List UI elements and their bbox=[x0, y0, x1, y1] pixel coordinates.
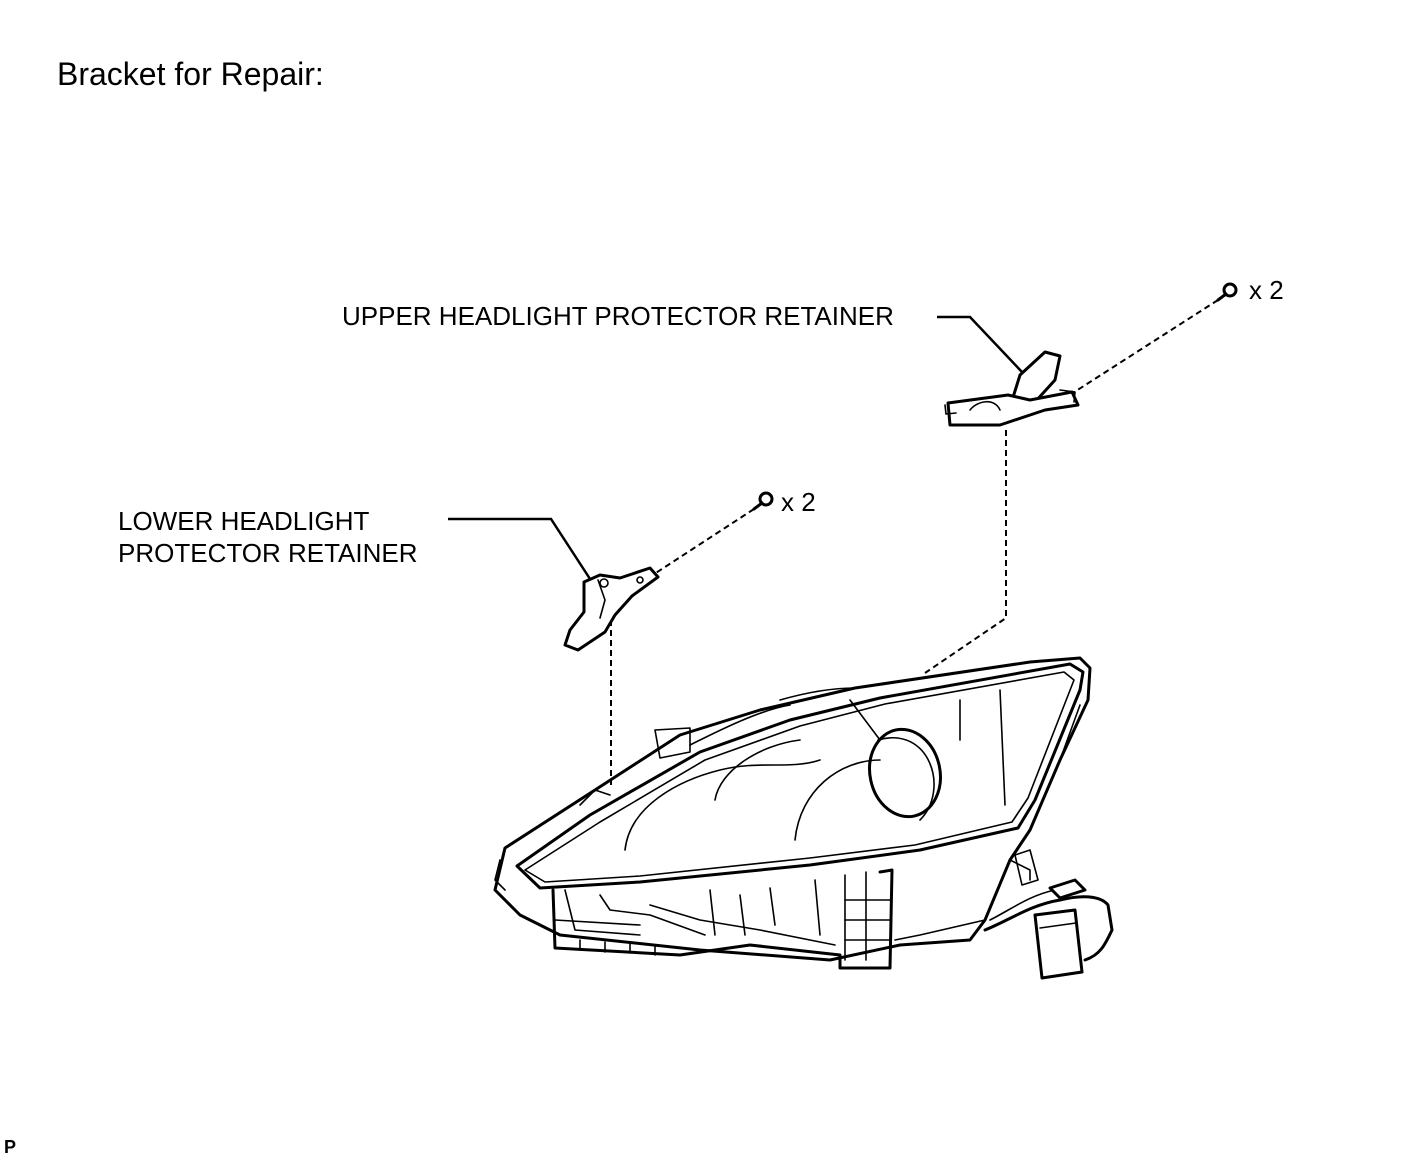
lower-screw-alignment-line bbox=[641, 508, 755, 583]
upper-retainer-label: UPPER HEADLIGHT PROTECTOR RETAINER bbox=[342, 301, 894, 331]
upper-retainer-leader bbox=[937, 315, 1023, 373]
lower-screw-quantity: x 2 bbox=[781, 487, 816, 517]
figure-code: P bbox=[4, 1137, 17, 1157]
upper-screw-icon bbox=[1216, 282, 1238, 302]
lower-retainer-leader bbox=[448, 517, 594, 583]
headlight-assembly-icon bbox=[493, 656, 1114, 980]
lower-screw-icon bbox=[752, 491, 774, 511]
upper-screw-quantity: x 2 bbox=[1249, 275, 1284, 305]
upper-screw-alignment-line bbox=[1064, 299, 1219, 399]
upper-bracket-alignment-line bbox=[924, 430, 1007, 674]
upper-retainer-bracket-icon bbox=[944, 350, 1080, 427]
lower-retainer-label-line1: LOWER HEADLIGHT bbox=[118, 506, 370, 536]
lower-retainer-label: LOWER HEADLIGHT PROTECTOR RETAINER bbox=[118, 505, 418, 569]
lower-retainer-bracket-icon bbox=[563, 566, 660, 652]
diagram-title: Bracket for Repair: bbox=[57, 56, 324, 92]
lower-retainer-label-line2: PROTECTOR RETAINER bbox=[118, 538, 418, 568]
